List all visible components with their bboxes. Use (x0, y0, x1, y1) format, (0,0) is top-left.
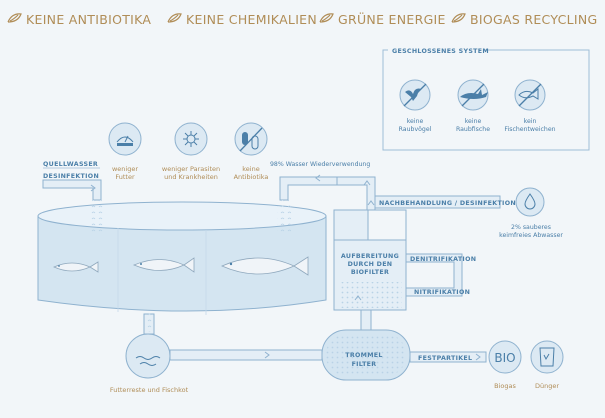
scale-icon (108, 122, 142, 156)
header: KEINE ANTIBIOTIKA KEINE CHEMIKALIEN GRÜN… (7, 11, 598, 27)
closed-system-item-sharks: keine Raubfische (456, 79, 490, 133)
header-item-2: KEINE CHEMIKALIEN (167, 12, 317, 27)
biofilter-label-2: DURCH DEN (348, 261, 393, 268)
leaf-icon (167, 13, 182, 23)
leaf-icon (7, 13, 22, 23)
fish-tank (37, 201, 327, 315)
item-line2: Raubvögel (399, 126, 432, 133)
post-treatment: NACHBEHANDLUNG / DESINFEKTION 2% saubere… (374, 187, 563, 239)
benefit-line2: Futter (115, 173, 135, 181)
quellwasser-label: QUELLWASSER (43, 161, 98, 168)
closed-system-title: GESCHLOSSENES SYSTEM (392, 48, 489, 55)
header-label: GRÜNE ENERGIE (338, 11, 446, 27)
closed-system-item-escape: kein Fischentweichen (504, 79, 556, 133)
biofilter-label-3: BIOFILTER (351, 269, 389, 276)
drain-system: Futterreste und Fischkot (110, 310, 323, 394)
leaf-icon (451, 13, 466, 23)
header-item-1: KEINE ANTIBIOTIKA (7, 12, 151, 27)
item-line2: Fischentweichen (504, 126, 555, 133)
closed-system-box: GESCHLOSSENES SYSTEM keine Raubvögel kei… (382, 46, 590, 151)
tank-top (37, 201, 327, 231)
clean-water-line1: 2% sauberes (511, 224, 551, 231)
biogas-output: BIO Biogas (488, 340, 522, 390)
nachbehandlung-label: NACHBEHANDLUNG / DESINFEKTION (379, 200, 516, 207)
benefit-parasites: weniger Parasiten und Krankheiten (162, 122, 220, 181)
benefit-line2: Antibiotika (234, 173, 269, 181)
header-label: KEINE ANTIBIOTIKA (26, 12, 151, 27)
inlet-pipe-right (279, 176, 338, 201)
futterreste-label: Futterreste und Fischkot (110, 386, 189, 394)
desinfektion-label: DESINFEKTION (43, 173, 99, 180)
header-item-3: GRÜNE ENERGIE (319, 11, 446, 27)
benefit-feed: weniger Futter (108, 122, 142, 181)
item-line1: keine (465, 118, 482, 125)
item-line1: kein (524, 118, 537, 125)
duenger-label: Dünger (535, 382, 559, 390)
benefit-line1: keine (242, 165, 259, 173)
bio-icon (488, 340, 522, 374)
benefit-line2: und Krankheiten (164, 173, 218, 181)
drum-label-1: TROMMEL (345, 352, 382, 359)
benefit-line1: weniger Parasiten (162, 165, 220, 173)
benefit-line1: weniger (112, 165, 138, 173)
drum-label-2: FILTER (352, 361, 377, 368)
biogas-label: Biogas (494, 382, 516, 390)
denitrification-loop (405, 253, 463, 297)
fish-large (221, 256, 309, 276)
virus-icon (174, 122, 208, 156)
drum-filter: TROMMEL FILTER FESTPARTIKEL (321, 309, 487, 381)
reuse-label: 98% Wasser Wiederverwendung (270, 161, 370, 168)
header-item-4: BIOGAS RECYCLING (451, 12, 598, 27)
item-line1: keine (407, 118, 424, 125)
header-label: BIOGAS RECYCLING (470, 12, 598, 27)
fertilizer-output: Dünger (530, 340, 564, 390)
biofilter: AUFBEREITUNG DURCH DEN BIOFILTER DENITRI… (333, 209, 476, 311)
post-treatment-pipe (374, 195, 501, 209)
benefit-antibiotics: keine Antibiotika (234, 122, 269, 181)
drain-pipe (169, 349, 323, 361)
fish-small (53, 261, 99, 273)
clean-water-line2: keimfreies Abwasser (499, 232, 563, 239)
item-line2: Raubfische (456, 126, 490, 133)
festpartikel-label: FESTPARTIKEL (418, 355, 472, 362)
sediment-collector (125, 333, 171, 379)
solids-pipe (409, 351, 487, 363)
nitrifikation-label: NITRIFIKATION (414, 289, 470, 296)
closed-system-item-birds: keine Raubvögel (399, 79, 432, 133)
biofilter-label-1: AUFBEREITUNG (341, 253, 399, 260)
bio-text: BIO (494, 351, 515, 365)
denitrifikation-label: DENITRIFIKATION (410, 256, 476, 263)
tank-body (37, 215, 327, 312)
water-drop-icon (515, 187, 545, 217)
header-label: KEINE CHEMIKALIEN (186, 12, 317, 27)
leaf-icon (319, 13, 334, 23)
fish-medium (132, 257, 195, 273)
